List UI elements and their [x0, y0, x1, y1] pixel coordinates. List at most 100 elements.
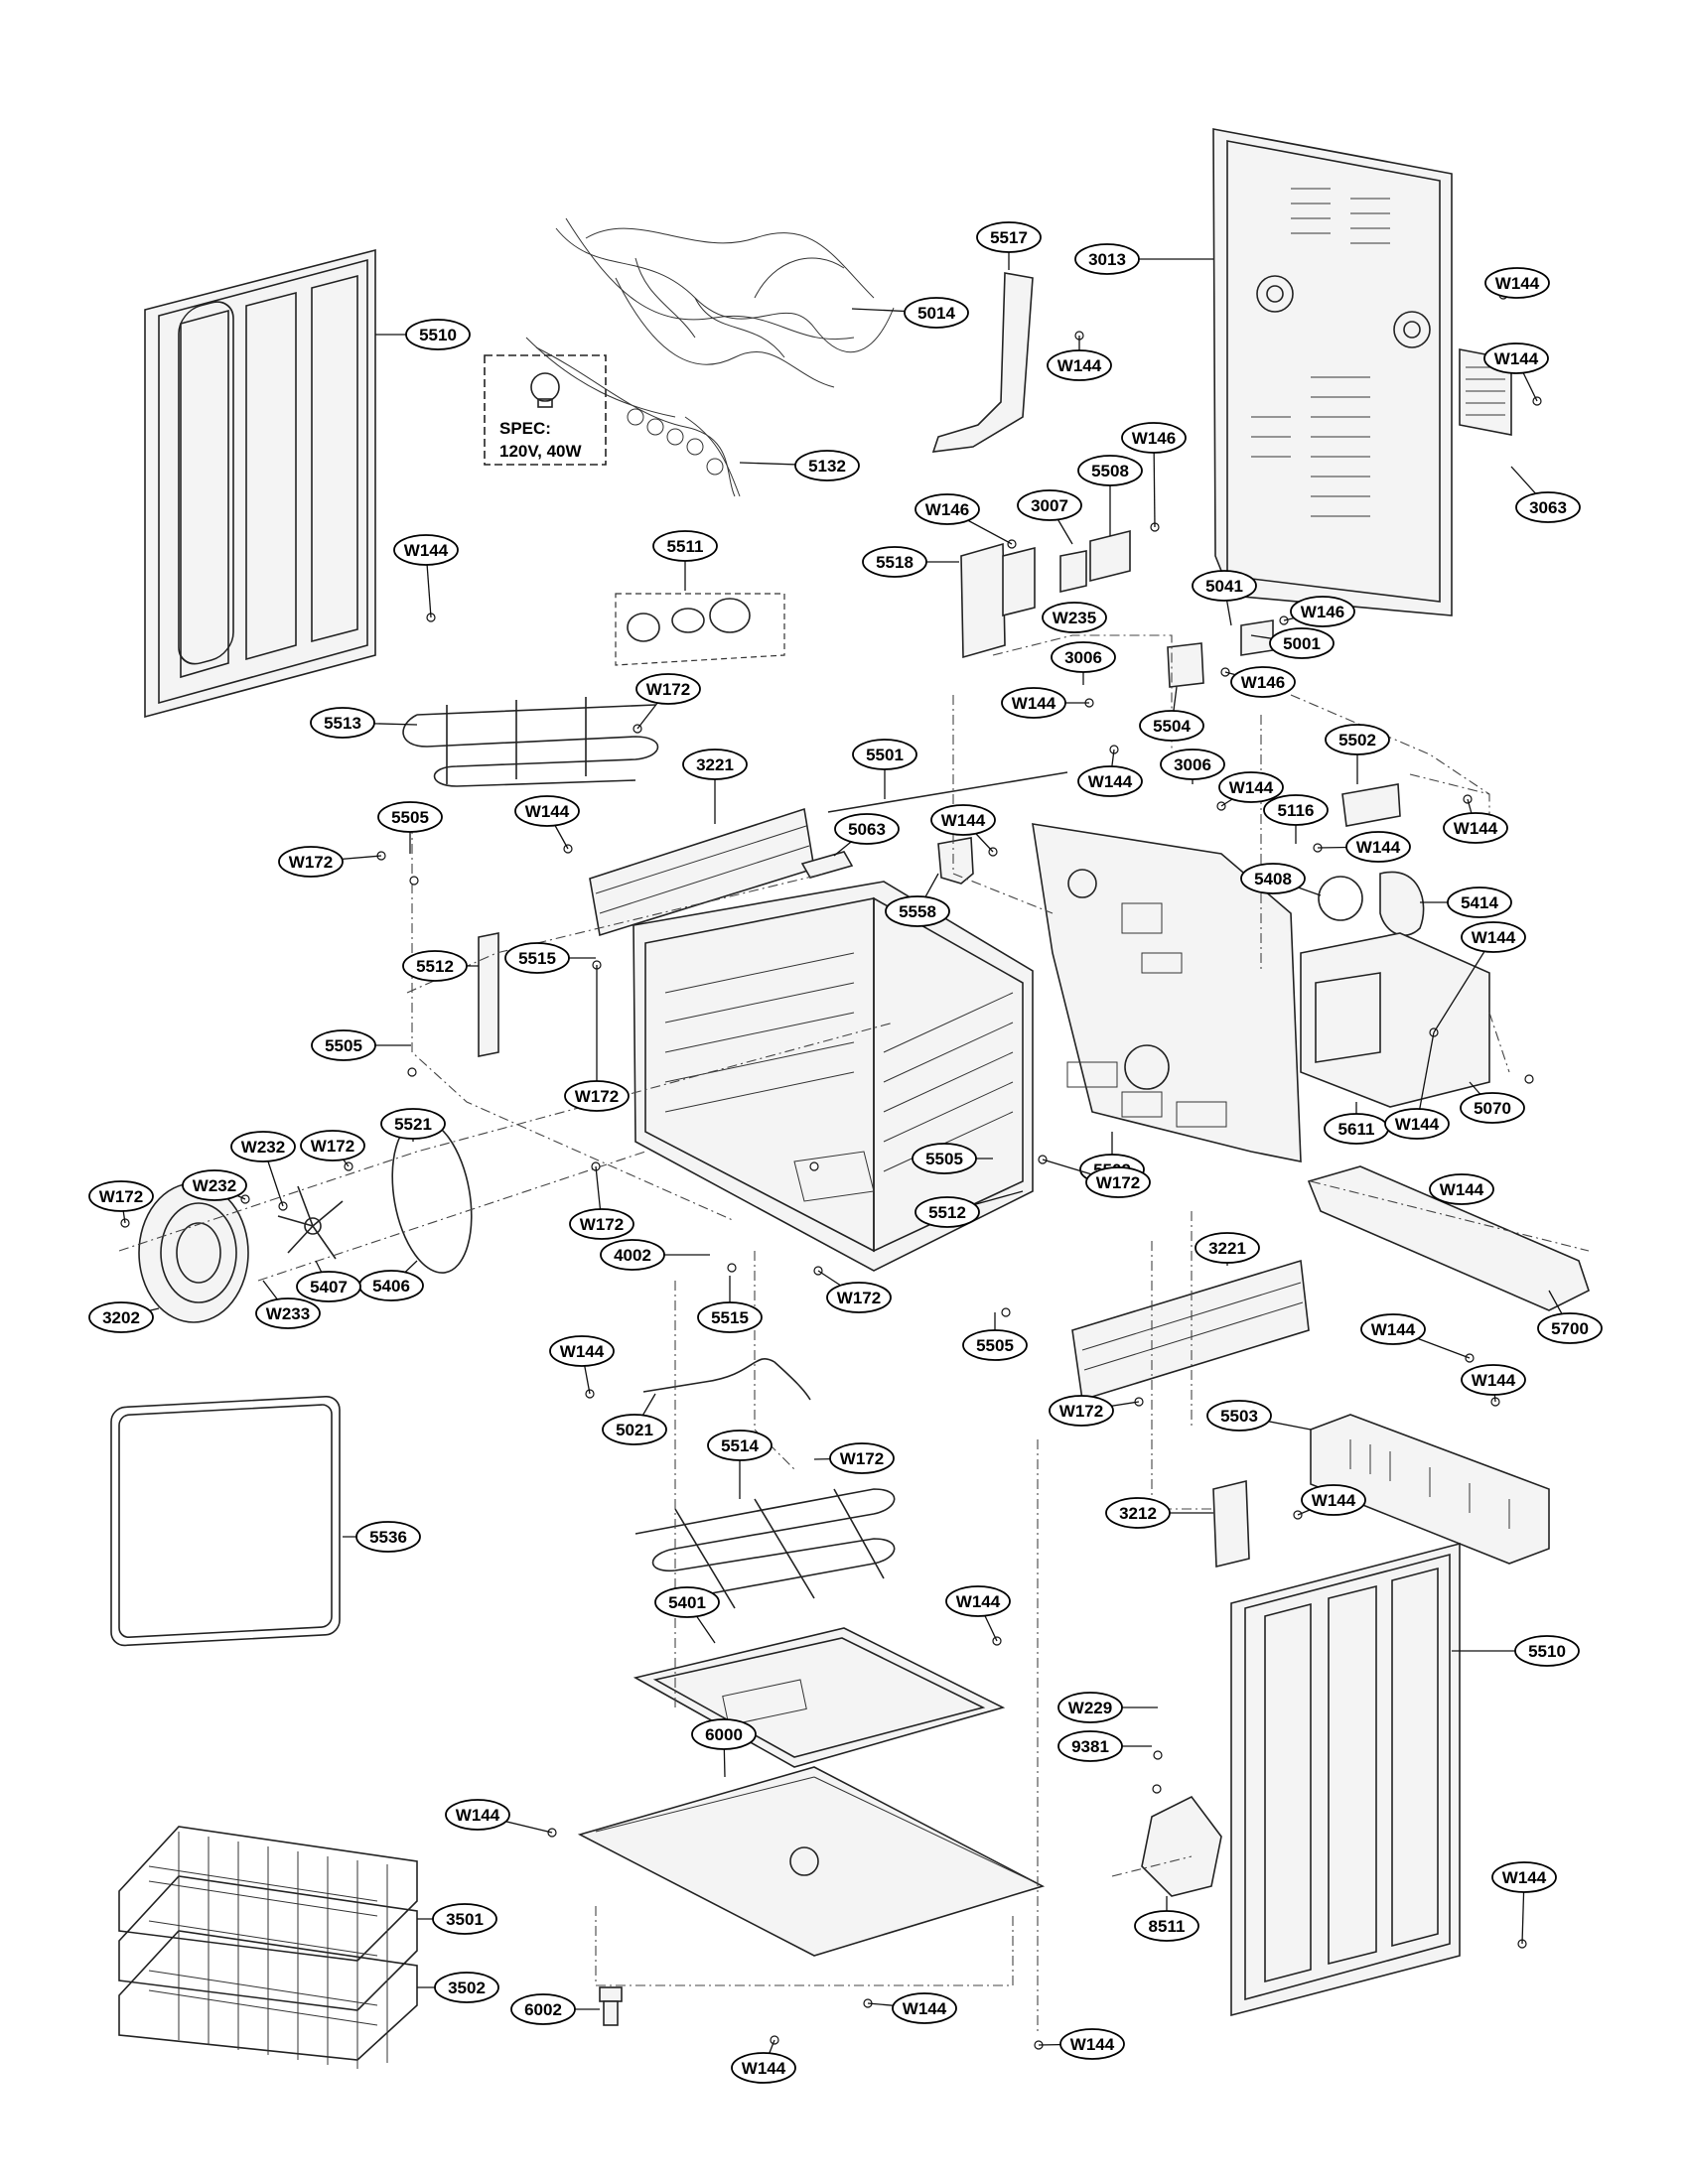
part-number-label: 9381: [1071, 1737, 1109, 1756]
part-number-label: W144: [742, 2059, 786, 2078]
bracket-8511: [1141, 1795, 1222, 1897]
callout-oval: [731, 2052, 796, 2084]
callout-oval: [697, 1301, 763, 1333]
part-number-label: 5512: [928, 1203, 966, 1222]
callout-oval: [432, 1903, 497, 1935]
callout-w144u: W144: [867, 1992, 957, 2024]
bracket-3212: [1212, 1479, 1250, 1569]
part-number-label: W144: [1356, 838, 1401, 857]
callout-w144b: W144: [1483, 342, 1549, 402]
callout-w144n: W144: [1429, 1173, 1494, 1205]
callout-oval: [1461, 1364, 1526, 1396]
callout-oval: [1049, 1395, 1114, 1427]
callout-p5505a: 5505: [377, 801, 443, 854]
callout-oval: [1057, 1730, 1123, 1762]
callout-oval: [405, 319, 471, 350]
part-number-label: 5041: [1205, 577, 1243, 596]
callout-p5611: 5611: [1324, 1102, 1389, 1145]
callout-oval: [930, 804, 996, 836]
part-number-label: W229: [1068, 1699, 1112, 1717]
callout-oval: [393, 534, 459, 566]
callout-oval: [1429, 1173, 1494, 1205]
part-number-label: W172: [289, 853, 333, 872]
door-gasket: [110, 1395, 341, 1647]
part-number-label: W144: [1229, 778, 1274, 797]
callout-oval: [569, 1208, 634, 1240]
part-number-label: 5070: [1474, 1099, 1511, 1118]
part-number-label: W172: [837, 1289, 881, 1307]
callout-w144k: W144: [1317, 831, 1411, 863]
callout-w172j: W172: [813, 1442, 895, 1474]
callout-w144x: W144: [1491, 1861, 1557, 1945]
cover-box: [1300, 932, 1490, 1108]
callout-w144o: W144: [1360, 1313, 1471, 1359]
callout-oval: [826, 1282, 892, 1313]
callout-p5401: 5401: [654, 1586, 720, 1644]
callout-oval: [255, 1297, 321, 1329]
bracket-5502: [1341, 783, 1401, 827]
callout-oval: [1230, 666, 1296, 698]
part-number-label: 5406: [372, 1277, 410, 1296]
callout-w232a: W232: [230, 1131, 296, 1207]
callout-w144r: W144: [1297, 1484, 1366, 1516]
callout-oval: [230, 1131, 296, 1162]
callout-oval: [1139, 710, 1204, 742]
bracket-5503: [1310, 1414, 1550, 1565]
callout-oval: [1001, 687, 1066, 719]
rail-5700: [1307, 1165, 1590, 1311]
part-number-label: W144: [1312, 1491, 1356, 1510]
part-number-label: W172: [1059, 1402, 1103, 1421]
callout-p5512a: 5512: [402, 950, 479, 982]
callout-oval: [885, 895, 950, 927]
callout-oval: [1384, 1108, 1450, 1140]
callout-oval: [1077, 455, 1143, 486]
fan-blade-5407: [277, 1185, 344, 1260]
callout-p5116: 5116: [1263, 794, 1329, 844]
callout-p6002: 6002: [510, 1993, 600, 2025]
callout-p5700: 5700: [1537, 1290, 1603, 1344]
callout-p3006a: 3006: [1051, 641, 1116, 685]
callout-oval: [355, 1521, 421, 1553]
part-number-label: 5505: [391, 808, 429, 827]
part-number-label: W144: [1088, 772, 1133, 791]
callout-oval: [88, 1180, 154, 1212]
callout-w144a: W144: [1484, 267, 1550, 299]
part-number-label: 5505: [925, 1150, 963, 1168]
part-number-label: 5521: [394, 1115, 432, 1134]
callout-p3221b: 3221: [1195, 1232, 1260, 1266]
callout-p3502: 3502: [417, 1972, 499, 2003]
part-number-label: W172: [311, 1137, 354, 1156]
part-number-label: 6002: [524, 2000, 562, 2019]
callout-oval: [635, 673, 701, 705]
part-number-label: 5700: [1551, 1319, 1589, 1338]
part-number-label: 5502: [1338, 731, 1376, 750]
part-number-label: W144: [404, 541, 449, 560]
part-number-label: 5512: [416, 957, 454, 976]
callout-oval: [311, 1029, 376, 1061]
callout-oval: [510, 1993, 576, 2025]
callout-p3007: 3007: [1017, 489, 1082, 545]
part-number-label: 3013: [1088, 250, 1126, 269]
callout-oval: [434, 1972, 499, 2003]
callout-oval: [962, 1329, 1028, 1361]
part-number-label: W144: [1454, 819, 1498, 838]
callout-oval: [377, 801, 443, 833]
callout-oval: [862, 546, 927, 578]
callout-p5501: 5501: [852, 739, 917, 799]
callout-oval: [310, 707, 375, 739]
part-number-label: 5401: [668, 1593, 706, 1612]
callout-oval: [514, 795, 580, 827]
part-number-label: 5014: [917, 304, 955, 323]
callout-oval: [1325, 724, 1390, 755]
callout-oval: [914, 1196, 980, 1228]
fan-housing-3202: [138, 1182, 249, 1323]
callout-w144i: W144: [514, 795, 580, 850]
callout-oval: [904, 297, 969, 329]
callout-p3221a: 3221: [682, 749, 748, 824]
callout-p5515a: 5515: [504, 942, 596, 974]
spec-value: 120V, 40W: [499, 442, 582, 461]
callout-p5041: 5041: [1192, 570, 1257, 626]
callout-oval: [1042, 602, 1107, 633]
part-number-label: 5001: [1283, 634, 1321, 653]
